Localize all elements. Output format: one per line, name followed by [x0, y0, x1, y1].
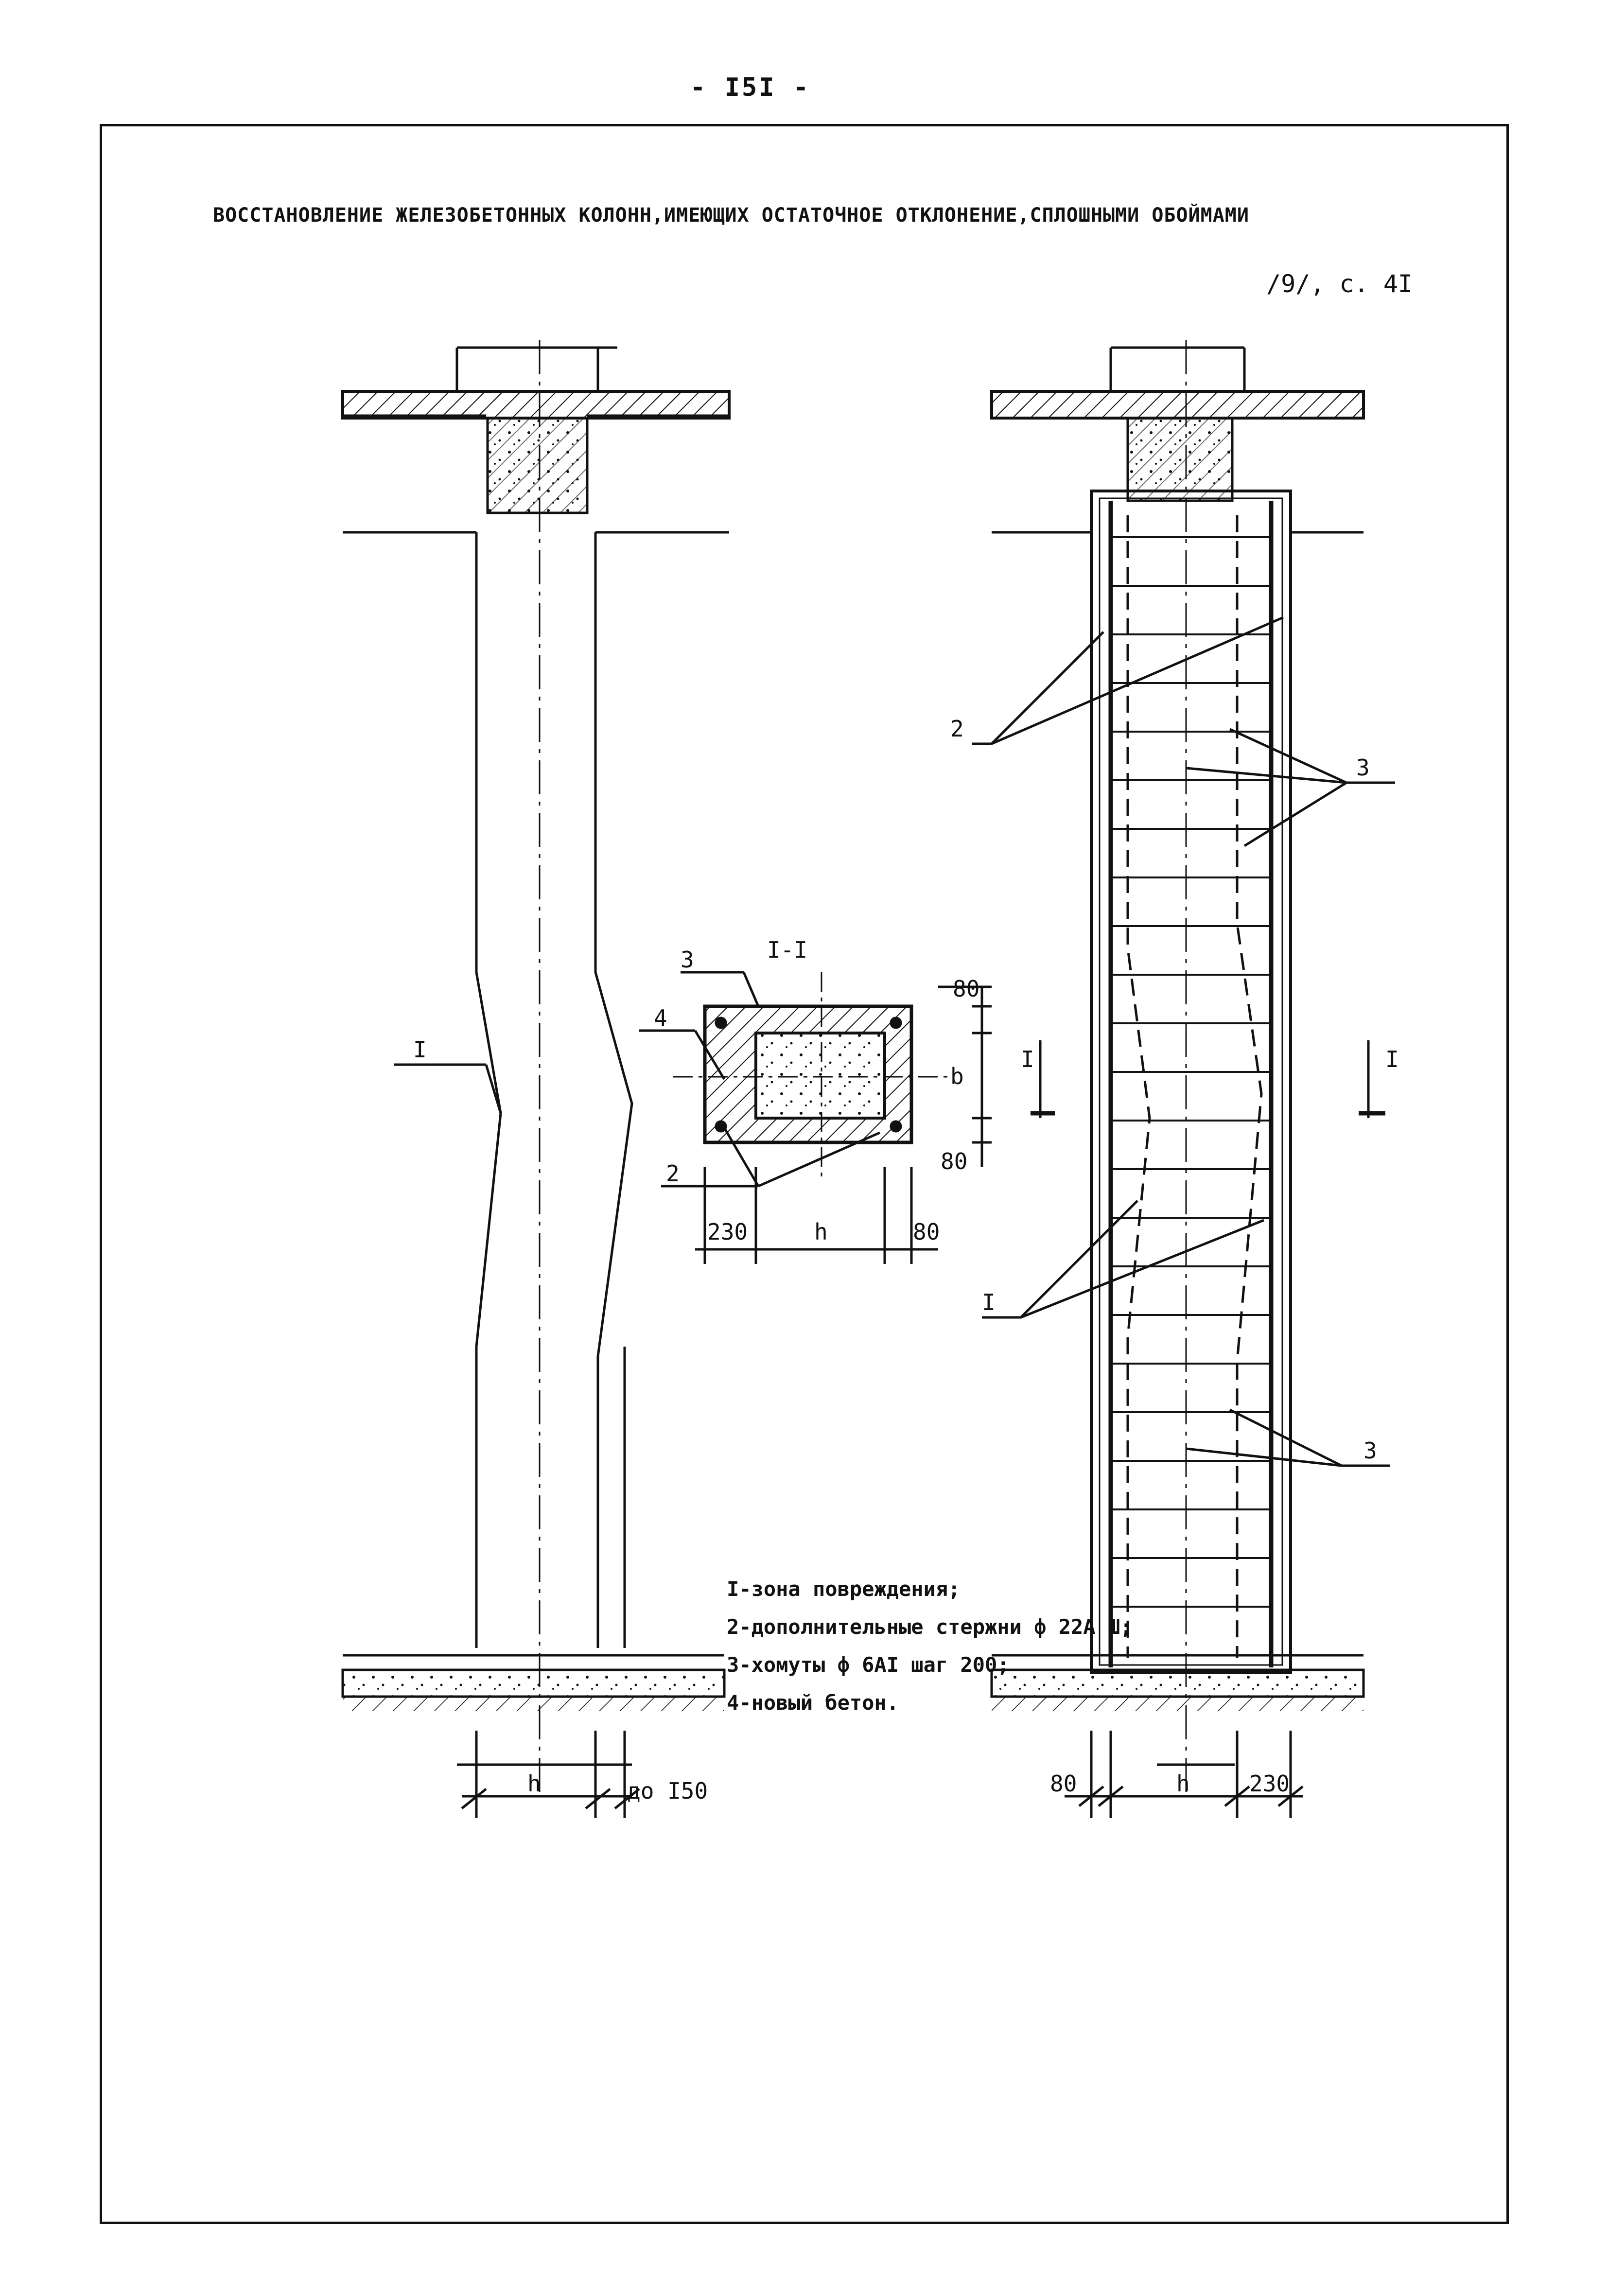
section-title: I-I — [767, 937, 807, 963]
legend: I-зона повреждения; 2-дополнительные сте… — [727, 1570, 1132, 1722]
section-label-3: 3 — [681, 946, 694, 973]
right-dim-right: 230 — [1249, 1770, 1290, 1797]
right-label-3-top: 3 — [1356, 754, 1370, 781]
section-dim-left: 230 — [707, 1219, 748, 1245]
section-drawing — [639, 971, 992, 1264]
stirrups — [1111, 536, 1271, 1608]
legend-item: 2-дополнительные стержни ф 22А Ш; — [727, 1615, 1133, 1639]
right-bottom-slab — [990, 1668, 1365, 1698]
right-ground — [992, 1697, 1363, 1711]
right-column-drawing — [972, 340, 1395, 1818]
right-label-I: I — [982, 1289, 996, 1315]
section-label-2: 2 — [666, 1160, 680, 1187]
right-dim-h: h — [1176, 1770, 1190, 1797]
page-number: - I5I - — [690, 73, 811, 102]
section-dim-mid: b — [950, 1063, 964, 1089]
reference-note: /9/, с. 4I — [1266, 270, 1413, 298]
right-cut-right: I — [1385, 1046, 1399, 1072]
left-dim-h: h — [527, 1770, 541, 1797]
left-ground — [343, 1697, 724, 1711]
right-label-2: 2 — [950, 716, 964, 742]
legend-item: I-зона повреждения; — [727, 1577, 961, 1601]
legend-item: 4-новый бетон. — [727, 1691, 899, 1715]
drawing-title: ВОССТАНОВЛЕНИЕ ЖЕЛЕЗОБЕТОННЫХ КОЛОНН,ИМЕ… — [213, 204, 1249, 227]
left-column-drawing — [341, 340, 731, 1818]
old-column-dashed-right — [1236, 515, 1263, 1658]
left-bottom-slab — [341, 1668, 726, 1698]
section-dim-right: 80 — [913, 1219, 940, 1245]
left-column-outline — [475, 532, 502, 1648]
drawing-frame — [100, 124, 1509, 2224]
left-dim-offset: до I50 — [627, 1778, 708, 1804]
right-cut-left: I — [1021, 1046, 1034, 1072]
legend-item: 3-хомуты ф 6АI шаг 200; — [727, 1653, 1010, 1677]
right-dim-left: 80 — [1050, 1770, 1077, 1797]
section-dim-bottom: 80 — [941, 1148, 967, 1174]
left-label-damage-zone: I — [413, 1036, 427, 1063]
section-label-4: 4 — [654, 1005, 667, 1031]
right-top-slab — [990, 390, 1365, 420]
old-column-dashed-left — [1126, 515, 1151, 1658]
section-dim-top: 80 — [953, 976, 979, 1002]
right-label-3-bottom: 3 — [1363, 1437, 1377, 1464]
section-dim-h: h — [814, 1219, 828, 1245]
left-top-slab — [341, 390, 731, 420]
